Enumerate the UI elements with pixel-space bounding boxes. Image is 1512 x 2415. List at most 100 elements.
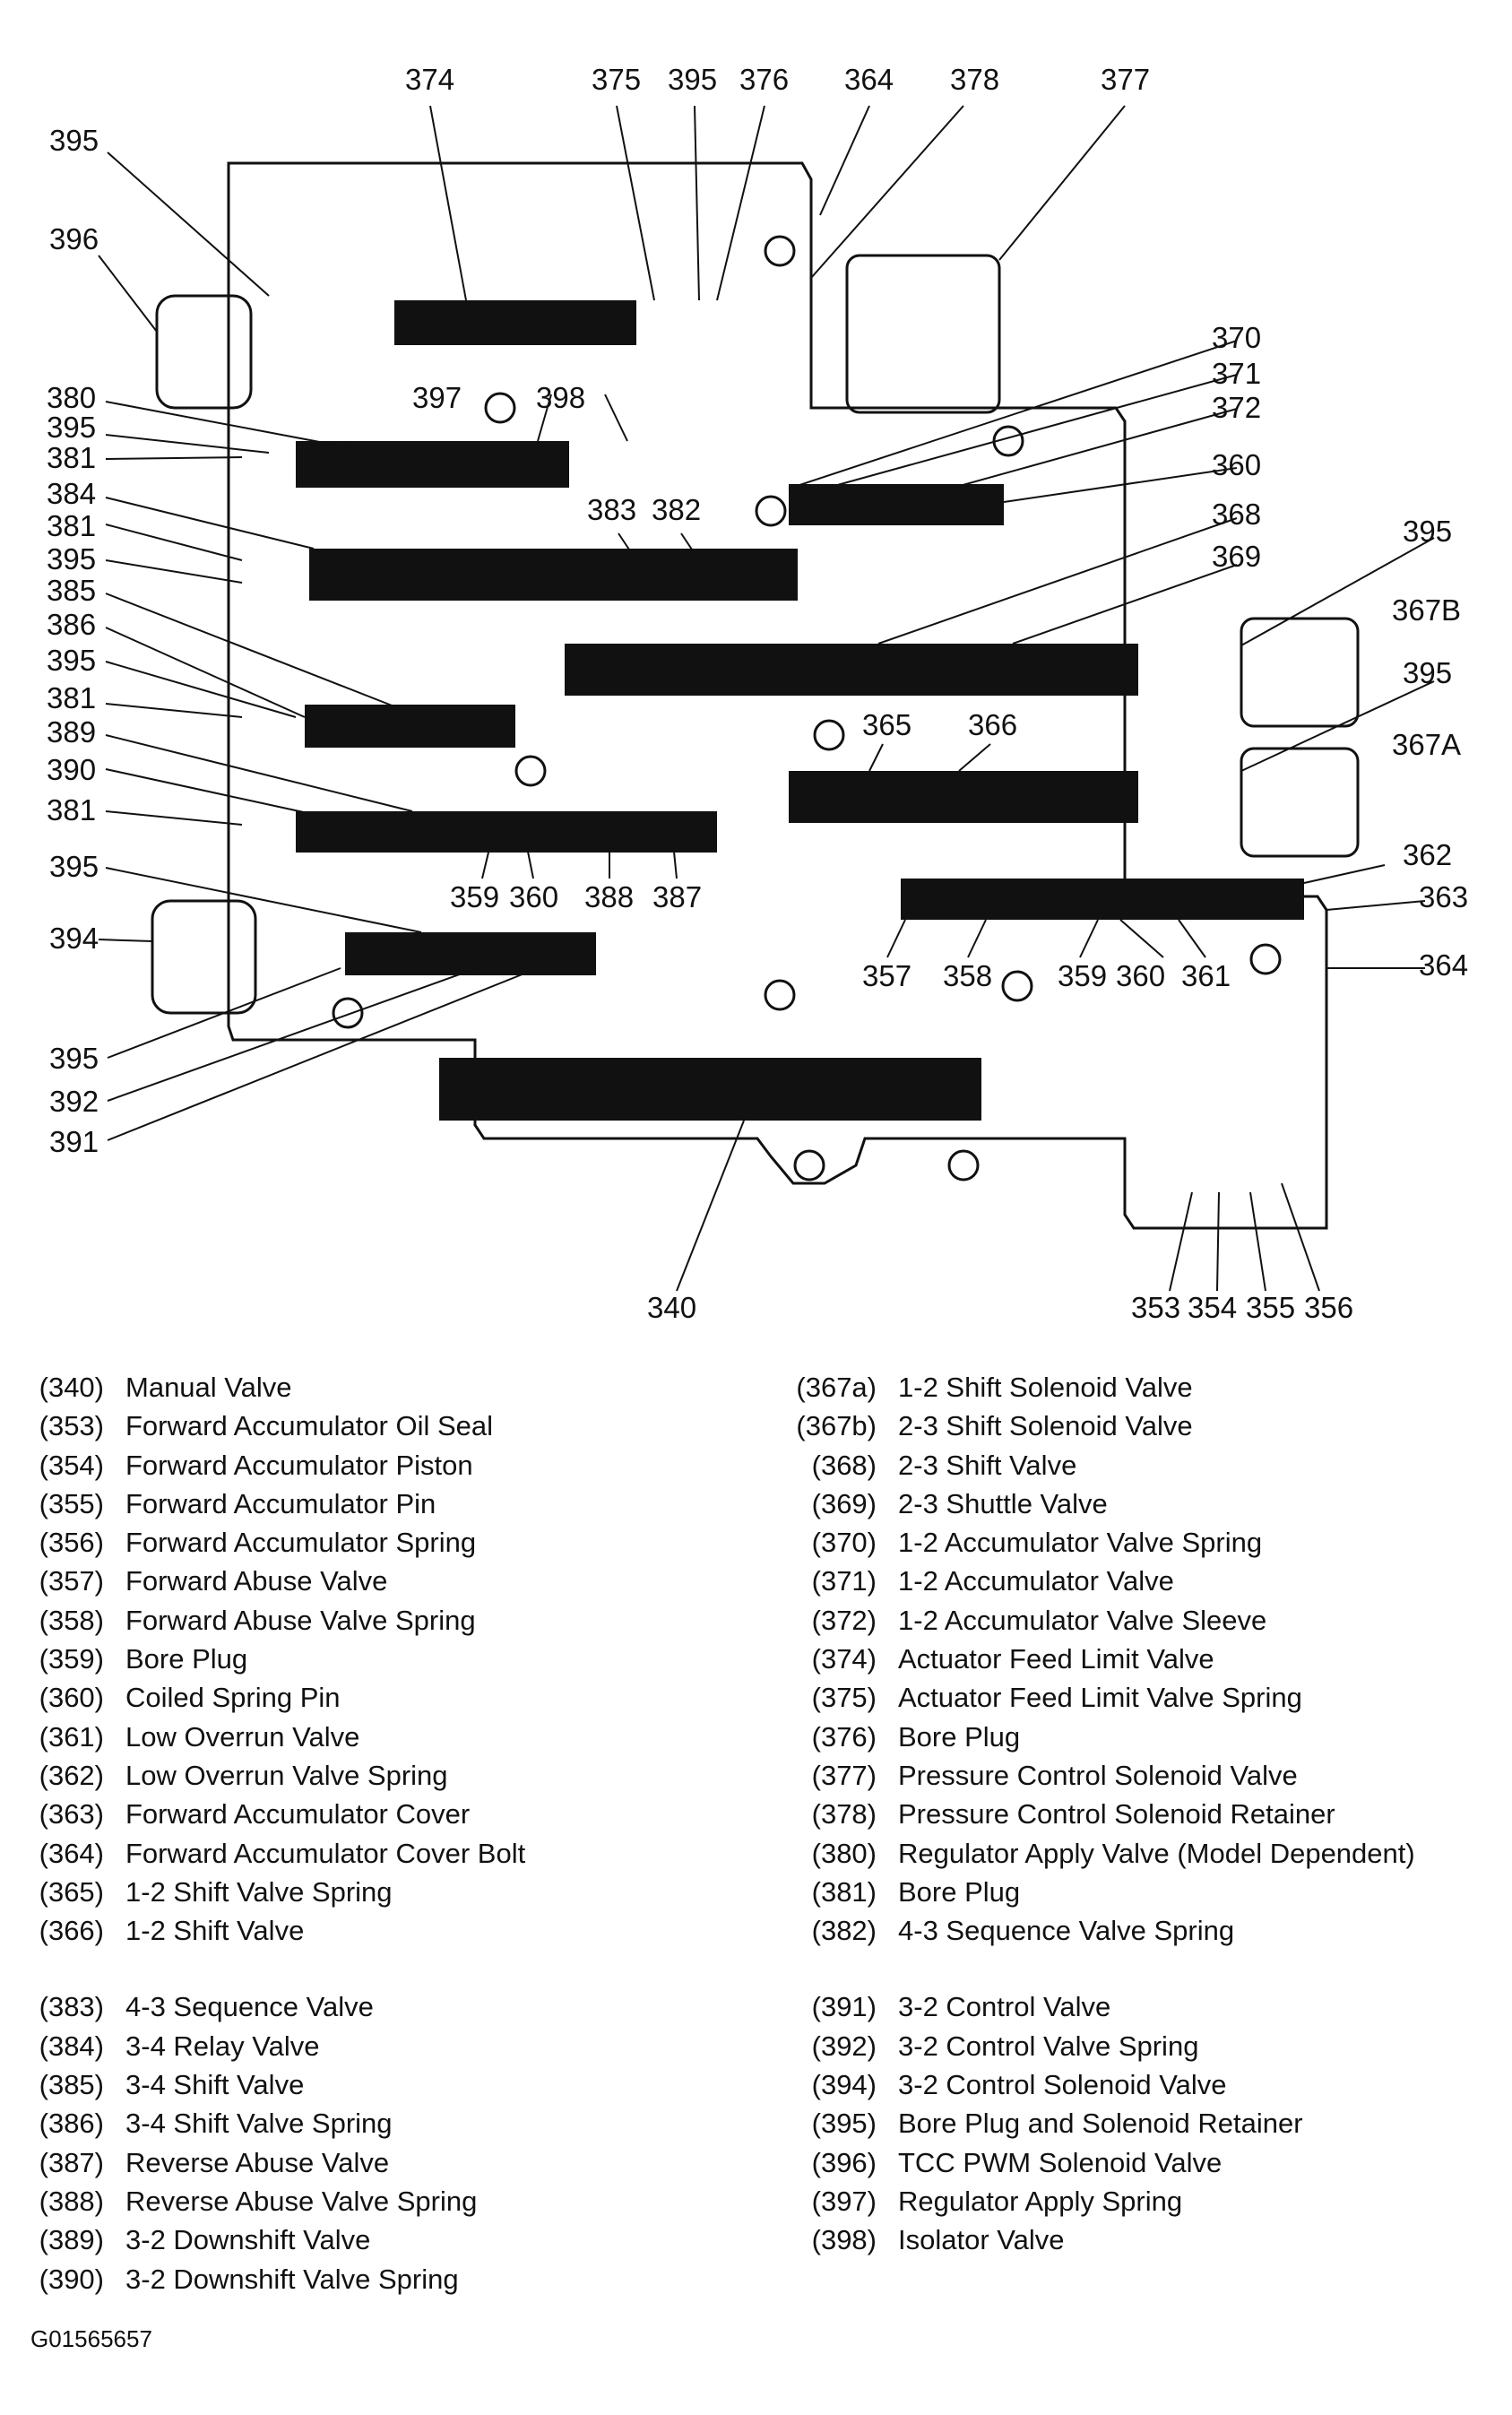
callout-355: 355 (1246, 1291, 1295, 1324)
legend-item-name: Bore Plug (125, 1643, 248, 1675)
legend-item: (371)1-2 Accumulator Valve (778, 1562, 1415, 1600)
legend-item: (389)3-2 Downshift Valve (25, 2220, 525, 2259)
legend-item-name: 1-2 Accumulator Valve Spring (898, 1527, 1263, 1559)
legend-item-number: (381) (811, 1875, 877, 1908)
legend-item: (359) Bore Plug (25, 1640, 525, 1678)
callout-380: 380 (47, 381, 96, 414)
legend-item-name: Forward Accumulator Cover Bolt (125, 1837, 526, 1869)
legend-item: (394) 3-2 Control Solenoid Valve (778, 2065, 1415, 2104)
legend-item-number: (340) (39, 1372, 104, 1403)
callout-370: 370 (1212, 321, 1261, 354)
callout-388: 388 (584, 880, 634, 913)
legend-item-name: 3-4 Shift Valve Spring (125, 2108, 393, 2140)
legend-item-name: Manual Valve (125, 1372, 292, 1403)
callout-358: 358 (943, 959, 992, 992)
callout-367B: 367B (1392, 593, 1461, 627)
legend-item-name: Low Overrun Valve (125, 1720, 360, 1753)
legend-item-number: (380) (811, 1837, 877, 1869)
legend-item: (354)Forward Accumulator Piston (25, 1446, 525, 1484)
legend-item: (381)Bore Plug (778, 1873, 1415, 1911)
callout-364: 364 (844, 63, 894, 96)
legend-item-name: Reverse Abuse Valve Spring (125, 2185, 478, 2217)
legend-item-name: 3-4 Shift Valve (125, 2069, 305, 2101)
callout-372: 372 (1212, 391, 1261, 424)
legend-item-name: Pressure Control Solenoid Retainer (898, 1798, 1335, 1831)
legend-item-name: 2-3 Shift Valve (898, 1449, 1077, 1481)
callout-381: 381 (47, 441, 96, 474)
legend-item-number: (398) (811, 2224, 877, 2256)
legend-item-name: 2-3 Shuttle Valve (898, 1487, 1108, 1519)
legend-item: (361)Low Overrun Valve (25, 1718, 525, 1756)
legend-item-number: (364) (39, 1837, 104, 1869)
legend-item-name: Reverse Abuse Valve (125, 2146, 390, 2178)
legend-item: (390)3-2 Downshift Valve Spring (25, 2260, 525, 2298)
legend-item-number: (394) (811, 2069, 877, 2101)
callout-392: 392 (49, 1085, 99, 1118)
callout-359: 359 (1058, 959, 1107, 992)
legend-item-number: (392) (811, 2030, 877, 2062)
legend-item-name: Regulator Apply Valve (Model Dependent) (898, 1837, 1415, 1869)
callout-395: 395 (668, 63, 717, 96)
callout-367A: 367A (1392, 728, 1461, 761)
legend-item-name: Bore Plug and Solenoid Retainer (898, 2108, 1303, 2140)
parts-legend-right: (367a)1-2 Shift Solenoid Valve(367b)2-3 … (778, 1368, 1415, 2260)
legend-item: (367a)1-2 Shift Solenoid Valve (778, 1368, 1415, 1407)
legend-item-name: Forward Accumulator Oil Seal (125, 1410, 494, 1442)
callout-371: 371 (1212, 357, 1261, 390)
legend-item-name: Forward Accumulator Spring (125, 1527, 477, 1559)
legend-item: (356) Forward Accumulator Spring (25, 1523, 525, 1562)
legend-item-number: (359) (39, 1643, 104, 1675)
callout-381: 381 (47, 509, 96, 542)
legend-item: (368)2-3 Shift Valve (778, 1446, 1415, 1484)
legend-item-number: (387) (39, 2146, 104, 2178)
callout-382: 382 (652, 493, 701, 526)
legend-item-name: 3-2 Control Valve Spring (898, 2030, 1199, 2062)
callout-359: 359 (450, 880, 499, 913)
callout-389: 389 (47, 715, 96, 749)
callout-394: 394 (49, 922, 99, 955)
callout-360: 360 (1212, 448, 1261, 481)
legend-item-name: Forward Abuse Valve (125, 1565, 388, 1597)
legend-item-number: (371) (811, 1565, 877, 1597)
callout-labels: 374 375 395 376 364 378 377 395 396 370 … (47, 63, 1468, 1324)
legend-item: (386) 3-4 Shift Valve Spring (25, 2104, 525, 2142)
legend-item-number: (382) (811, 1915, 877, 1947)
legend-item-name: Forward Accumulator Pin (125, 1487, 436, 1519)
legend-item-name: 1-2 Shift Valve Spring (125, 1875, 393, 1908)
callout-361: 361 (1181, 959, 1231, 992)
legend-item: (391)3-2 Control Valve (778, 1987, 1415, 2026)
legend-item: (364) Forward Accumulator Cover Bolt (25, 1834, 526, 1873)
callout-360: 360 (509, 880, 558, 913)
legend-item-name: 3-2 Control Solenoid Valve (898, 2069, 1227, 2101)
legend-item: (353)Forward Accumulator Oil Seal (25, 1407, 525, 1445)
callout-364: 364 (1419, 948, 1468, 982)
legend-item-number: (366) (39, 1915, 104, 1947)
legend-item: (388)Reverse Abuse Valve Spring (25, 2182, 525, 2220)
callout-381: 381 (47, 793, 96, 827)
callout-390: 390 (47, 753, 96, 786)
legend-item: (377)Pressure Control Solenoid Valve (778, 1756, 1415, 1795)
legend-item: (385)3-4 Shift Valve (25, 2065, 525, 2104)
legend-item-name: Regulator Apply Spring (898, 2185, 1183, 2217)
legend-item-number: (357) (39, 1565, 104, 1597)
legend-item-name: Forward Abuse Valve Spring (125, 1604, 476, 1636)
callout-395: 395 (49, 850, 99, 883)
legend-item-number: (363) (39, 1798, 104, 1831)
legend-item-number: (356) (39, 1527, 104, 1559)
legend-item-name: Coiled Spring Pin (125, 1682, 341, 1714)
legend-item-number: (372) (811, 1604, 877, 1636)
legend-item-number: (376) (811, 1720, 877, 1753)
legend-item: (398)Isolator Valve (778, 2220, 1415, 2259)
legend-item: (380) Regulator Apply Valve (Model Depend… (778, 1834, 1415, 1873)
callout-368: 368 (1212, 498, 1261, 531)
callout-375: 375 (592, 63, 641, 96)
callout-362: 362 (1403, 838, 1452, 871)
legend-item: (387) Reverse Abuse Valve (25, 2143, 525, 2182)
callout-378: 378 (950, 63, 999, 96)
legend-item-number: (396) (811, 2146, 877, 2178)
callout-354: 354 (1188, 1291, 1237, 1324)
callout-398: 398 (536, 381, 585, 414)
callout-353: 353 (1131, 1291, 1180, 1324)
legend-item-number: (386) (39, 2108, 104, 2140)
solenoids (151, 254, 1360, 1015)
